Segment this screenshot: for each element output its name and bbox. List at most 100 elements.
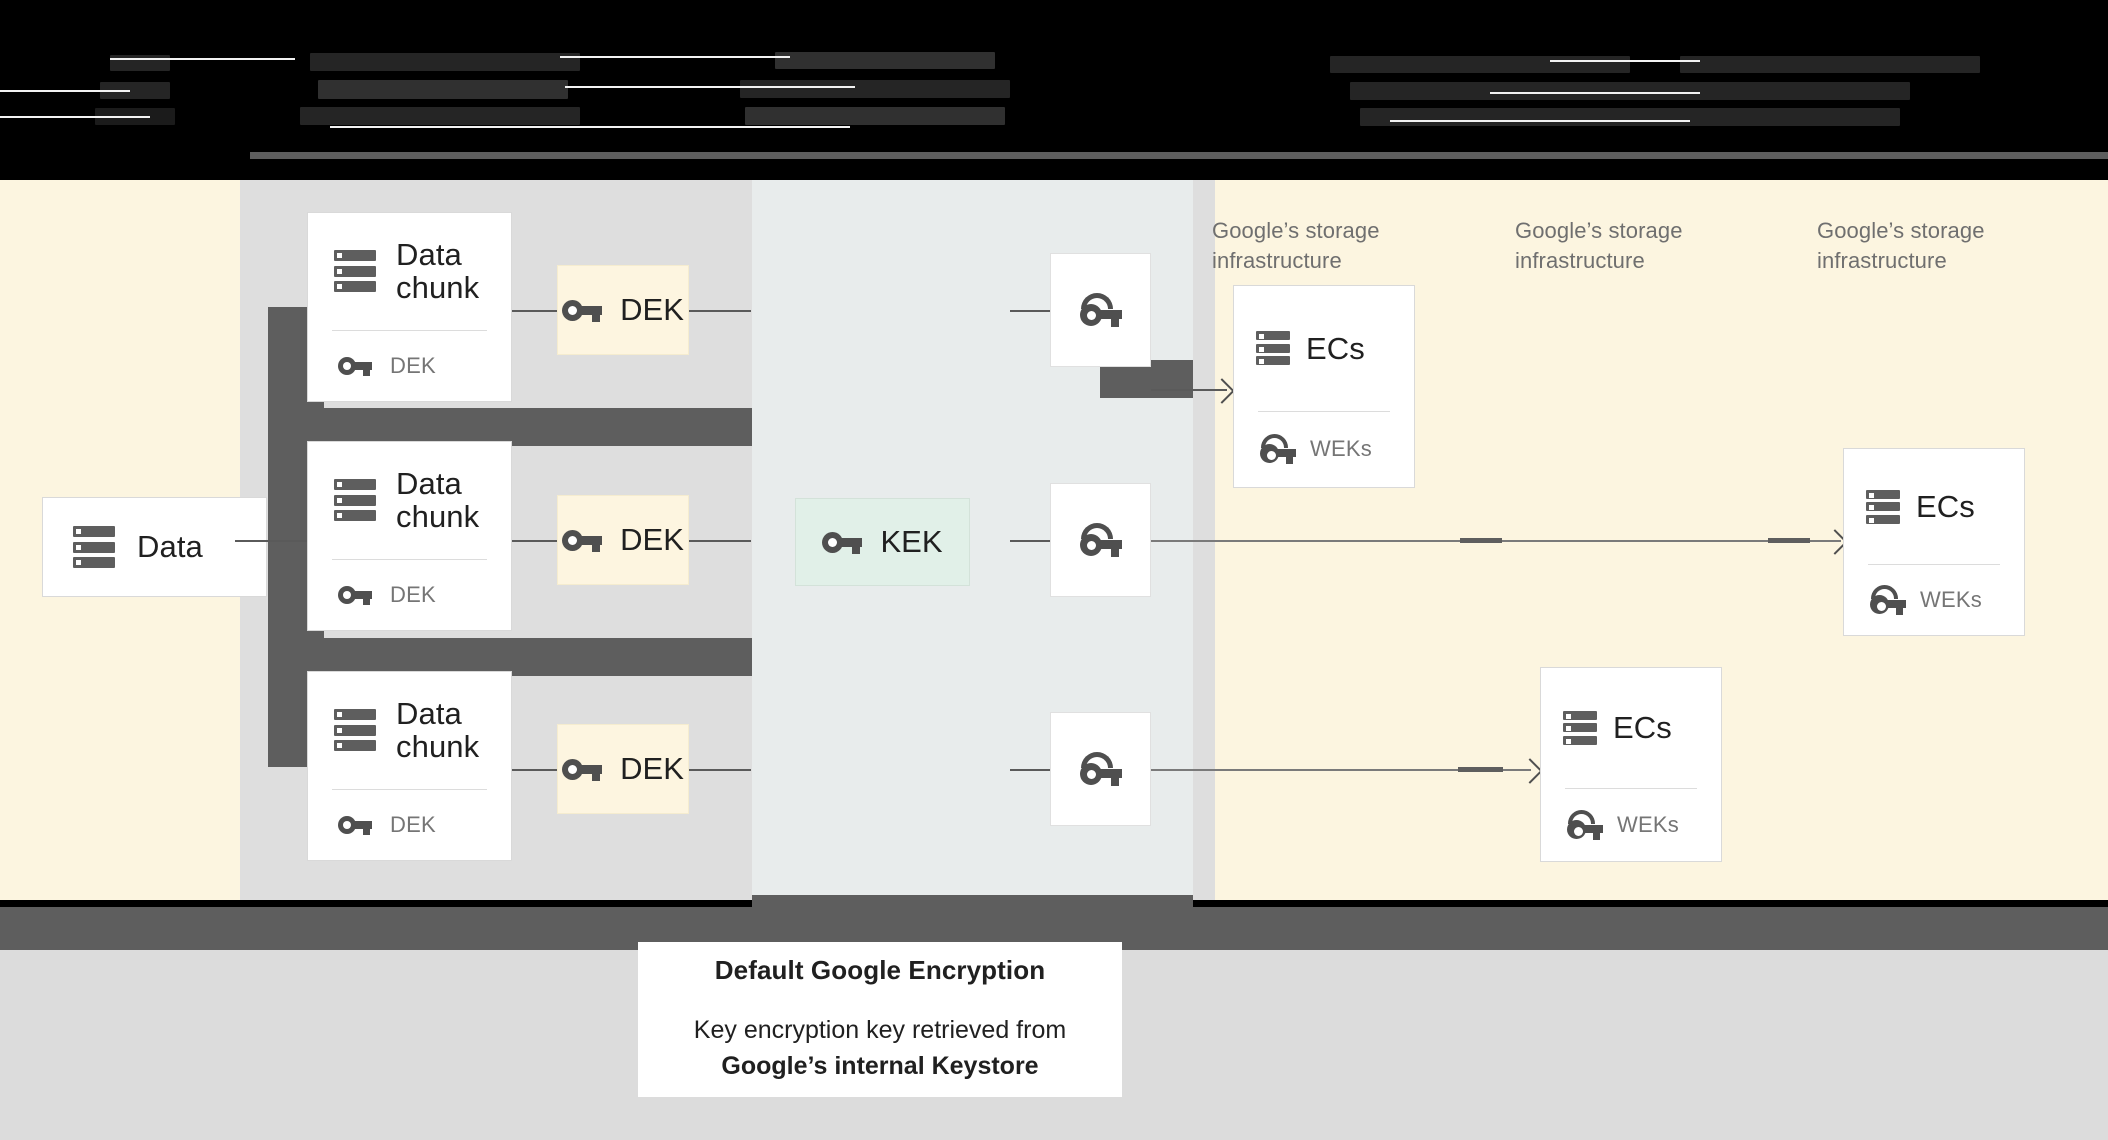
chunk-key-row: DEK	[308, 790, 511, 860]
wrapped-key-icon	[1260, 434, 1296, 465]
caption-body-line2: Google’s internal Keystore	[721, 1052, 1039, 1080]
redacted-text-block	[300, 107, 580, 125]
ec-key-label: WEKs	[1617, 811, 1679, 837]
chunk-key-row: DEK	[308, 560, 511, 630]
connector-kek-to-wrapped-key	[1010, 540, 1050, 542]
wrapped-key-box[interactable]	[1050, 712, 1151, 826]
wrapped-key-icon	[1079, 752, 1122, 786]
connector-chunk-to-dek	[512, 540, 557, 542]
ec-title: ECs	[1306, 330, 1365, 366]
connector-chunk-to-dek	[512, 310, 557, 312]
chunk-title-line2: chunk	[396, 499, 480, 535]
connector-dek-to-wrapped-key	[689, 540, 751, 542]
redaction-hairline	[560, 56, 790, 58]
chunk-title-line1: Data	[396, 695, 462, 731]
caption-body-line1: Key encryption key retrieved from	[693, 1015, 1067, 1044]
storage-icon	[1256, 331, 1290, 366]
card-separator	[1565, 787, 1697, 789]
card-separator	[1868, 564, 2000, 566]
body-divider-bar	[752, 895, 1193, 909]
key-icon	[562, 297, 603, 323]
connector-dek-to-wrapped-key	[689, 769, 751, 771]
storage-icon	[334, 250, 376, 293]
ec-card[interactable]: ECs WEKs	[1233, 285, 1415, 488]
wrapped-key-box[interactable]	[1050, 483, 1151, 597]
storage-icon	[334, 709, 376, 752]
ec-header: ECs	[1844, 449, 2024, 564]
ec-key-row: WEKs	[1844, 565, 2024, 635]
redaction-hairline	[0, 116, 150, 118]
connector-kek-to-wrapped-key	[1010, 769, 1050, 771]
caption-panel: Default Google Encryption Key encryption…	[638, 942, 1122, 1097]
connector-chunk-to-dek	[512, 769, 557, 771]
chunk-title-line1: Data	[396, 236, 462, 272]
kek-label: KEK	[880, 524, 943, 559]
ec-key-label: WEKs	[1310, 436, 1372, 462]
data-card-body: Data	[43, 498, 266, 596]
wrapped-key-icon	[1870, 585, 1906, 616]
redaction-hairline	[0, 90, 130, 92]
card-separator	[332, 329, 487, 331]
ec-card[interactable]: ECs WEKs	[1540, 667, 1722, 862]
redaction-segment	[1458, 767, 1503, 772]
connector-dek-to-wrapped-key	[689, 310, 751, 312]
redacted-text-block	[740, 80, 1010, 98]
ec-title: ECs	[1613, 710, 1672, 746]
redacted-text-block	[775, 52, 995, 69]
header-underbar	[250, 152, 2108, 159]
key-icon	[562, 756, 603, 782]
storage-icon	[73, 526, 115, 568]
dek-label: DEK	[620, 522, 684, 557]
wrapped-key-icon	[1567, 809, 1603, 840]
card-separator	[332, 558, 487, 560]
chunk-title-line1: Data	[396, 465, 462, 501]
caption-body: Key encryption key retrieved from Google…	[694, 1012, 1066, 1085]
dek-box[interactable]: DEK	[557, 265, 689, 355]
kek-box[interactable]: KEK	[795, 498, 970, 586]
data-card[interactable]: Data	[42, 497, 267, 597]
body-divider-bar	[268, 638, 752, 676]
storage-icon	[1563, 710, 1597, 745]
connector-data-to-chunk	[235, 540, 310, 542]
chunk-title-line2: chunk	[396, 729, 480, 765]
storage-icon	[334, 479, 376, 522]
chunk-key-row: DEK	[308, 331, 511, 401]
redaction-segment	[1768, 538, 1810, 543]
redacted-text-block	[318, 80, 568, 99]
dek-label: DEK	[620, 751, 684, 786]
redacted-text-block	[745, 107, 1005, 125]
wrapped-key-icon	[1079, 293, 1122, 327]
chunk-key-label: DEK	[390, 811, 436, 837]
wrapped-key-box[interactable]	[1050, 253, 1151, 367]
redacted-text-block	[100, 82, 170, 99]
card-separator	[332, 788, 487, 790]
key-icon	[562, 527, 603, 553]
redacted-text-block	[1330, 56, 1630, 73]
ec-title: ECs	[1916, 488, 1975, 524]
redacted-text-block	[1350, 82, 1910, 100]
key-icon	[338, 355, 372, 377]
key-icon	[338, 814, 372, 836]
storage-infra-label: Google’s storage infrastructure	[1212, 218, 1380, 273]
dek-box[interactable]: DEK	[557, 495, 689, 585]
dek-box[interactable]: DEK	[557, 724, 689, 814]
redaction-hairline	[1550, 60, 1700, 62]
ec-key-label: WEKs	[1920, 587, 1982, 613]
ec-header: ECs	[1541, 668, 1721, 788]
dek-label: DEK	[620, 292, 684, 327]
redaction-hairline	[1390, 120, 1690, 122]
key-icon	[822, 529, 863, 555]
ec-key-row: WEKs	[1234, 412, 1414, 487]
redacted-text-block	[310, 53, 580, 71]
chunk-key-label: DEK	[390, 352, 436, 378]
ec-card[interactable]: ECs WEKs	[1843, 448, 2025, 636]
redaction-segment	[1460, 538, 1502, 543]
